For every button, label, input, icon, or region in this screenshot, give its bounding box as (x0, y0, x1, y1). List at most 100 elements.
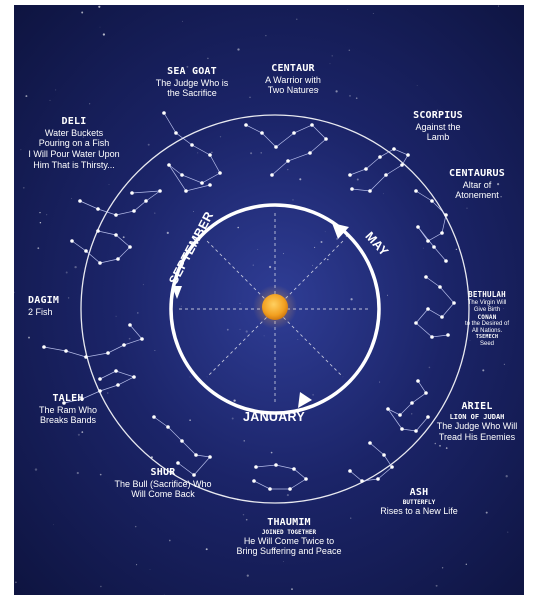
arrow-january (298, 392, 312, 408)
constellation-star (62, 401, 66, 405)
bg-star (355, 97, 358, 99)
bg-star (14, 291, 15, 294)
constellation-star (190, 143, 194, 147)
bg-star (39, 221, 42, 224)
deli-desc: Water Buckets Pouring on a Fish I Will P… (28, 127, 120, 170)
constellation-star (410, 401, 414, 405)
bg-star (42, 155, 44, 158)
bg-star (154, 212, 156, 214)
bg-star (312, 264, 314, 266)
bg-star (136, 312, 139, 314)
bg-star (335, 90, 338, 93)
bg-star (329, 63, 331, 65)
bg-star (154, 349, 156, 351)
bg-star (436, 109, 439, 111)
bg-star (102, 33, 106, 36)
constellation-star (70, 239, 74, 243)
constellation-star (274, 145, 278, 149)
constellation-star (166, 425, 170, 429)
bg-star (246, 574, 249, 577)
bg-star (336, 237, 339, 240)
constellation-star (116, 383, 120, 387)
deli-name: DELI (61, 116, 87, 127)
bg-star (282, 253, 284, 255)
constellation-star (158, 189, 162, 193)
constellation-star (292, 467, 296, 471)
label-scorpius: SCORPIUS Against the Lamb (397, 110, 479, 143)
tsemech-name: TSEMECH (475, 334, 499, 341)
constellation-star (116, 257, 120, 261)
scorpius-name: SCORPIUS (413, 110, 463, 121)
constellation-star (368, 441, 372, 445)
bg-star (55, 89, 57, 91)
constellation-lines (349, 442, 393, 482)
constellation-star (140, 337, 144, 341)
bg-star (245, 330, 248, 333)
bg-star (327, 258, 329, 261)
bg-star (465, 563, 467, 565)
constellation-star (270, 173, 274, 177)
constellation-star (254, 465, 258, 469)
bg-star (34, 468, 38, 471)
constellation-star (424, 391, 428, 395)
bg-star (503, 363, 505, 365)
constellation-star (114, 233, 118, 237)
bg-star (46, 214, 48, 216)
sea-goat-name: SEA GOAT (167, 66, 217, 77)
bg-star (100, 585, 102, 588)
bg-star (37, 247, 40, 250)
bg-star (15, 581, 17, 584)
constellation-star (252, 479, 256, 483)
constellation-star (152, 415, 156, 419)
constellation-star (432, 245, 436, 249)
bg-star (507, 531, 509, 533)
bg-star (347, 9, 349, 10)
sea-goat-desc: The Judge Who is the Sacrifice (155, 77, 229, 99)
constellation-star (194, 453, 198, 457)
bg-star (74, 265, 77, 269)
constellation-star (274, 463, 278, 467)
label-shur: SHUR The Bull (Sacrifice) Who Will Come … (98, 467, 228, 500)
constellation-star (128, 323, 132, 327)
constellation-star (132, 209, 136, 213)
constellation-star (376, 477, 380, 481)
constellation-star (200, 181, 204, 185)
constellation-star (398, 413, 402, 417)
bg-star (287, 168, 289, 171)
bg-star (108, 184, 110, 185)
tsemech-desc: Seed (479, 341, 494, 348)
constellation-lines (245, 124, 327, 176)
constellation-star (390, 465, 394, 469)
centaurus-desc: Altar of Atonement (455, 179, 499, 201)
bg-star (439, 444, 441, 447)
bg-star (22, 186, 25, 189)
label-dagim: DAGIM 2 Fish (28, 295, 78, 317)
dagim-desc: 2 Fish (28, 306, 53, 317)
bg-star (107, 392, 109, 394)
bg-star (505, 475, 508, 478)
taleh-desc: The Ram Who Breaks Bands (38, 404, 98, 426)
dagim-name: DAGIM (28, 295, 60, 306)
constellation-star (98, 261, 102, 265)
thaumim-sub: JOINED TOGETHER (261, 528, 317, 536)
outer-zodiac-ring (80, 114, 470, 504)
bg-star (239, 328, 241, 330)
constellation-lines (79, 190, 162, 216)
constellation-star (98, 389, 102, 393)
constellation-star (42, 345, 46, 349)
constellation-star (324, 137, 328, 141)
star-field (14, 5, 509, 595)
constellation-star (426, 239, 430, 243)
constellation-star (310, 123, 314, 127)
constellation-figures (42, 111, 456, 491)
constellation-star (414, 189, 418, 193)
shur-desc: The Bull (Sacrifice) Who Will Come Back (114, 478, 212, 500)
label-ariel: ARIEL LION OF JUDAH The Judge Who Will T… (433, 401, 521, 442)
constellation-star (400, 163, 404, 167)
bg-star (82, 136, 85, 138)
bg-star (245, 518, 248, 521)
constellation-star (440, 315, 444, 319)
constellation-star (350, 187, 354, 191)
arrow-september (172, 286, 182, 299)
bg-star (260, 152, 262, 154)
